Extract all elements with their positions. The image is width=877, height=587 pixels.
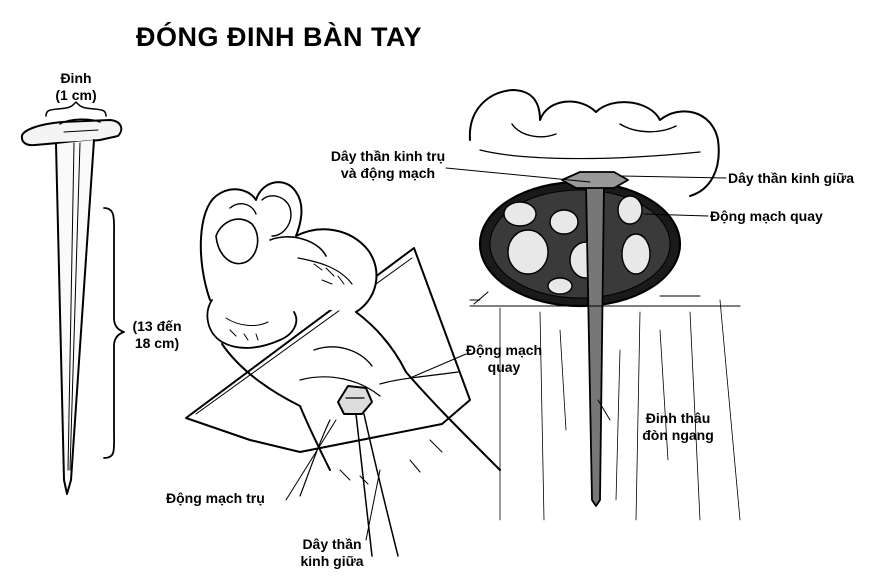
transfixing-nail-head — [561, 171, 629, 189]
median-nerve-bottom-label: Dây thần kinh giữa — [300, 536, 364, 569]
nail-length-brace — [103, 207, 125, 459]
leader-lines — [285, 167, 727, 541]
nail-head-label: Đinh (1 cm) — [55, 70, 97, 103]
page-title: ĐÓNG ĐINH BÀN TAY — [136, 22, 423, 52]
transfixing-nail-label: Đinh thâu đòn ngang — [642, 410, 714, 443]
nail-head-brace — [45, 101, 107, 117]
nail-head — [20, 119, 123, 147]
ulnar-artery-label: Động mạch trụ — [166, 490, 265, 506]
hand-on-board-drawing — [185, 181, 501, 557]
radial-artery-right-label: Động mạch quay — [710, 208, 823, 224]
transfixing-nail — [585, 183, 605, 507]
wooden-board — [185, 247, 471, 453]
wrist-nail-head — [337, 385, 373, 415]
wrist-cross-section-drawing — [468, 89, 741, 521]
nail-length-label: (13 đến 18 cm) — [132, 318, 182, 351]
radial-artery-mid-label: Động mạch quay — [465, 342, 543, 375]
nail-drawing — [20, 101, 125, 495]
ulnar-nerve-artery-label: Dây thần kinh trụ và động mạch — [330, 148, 446, 181]
median-nerve-right-label: Dây thần kinh giữa — [728, 170, 855, 186]
